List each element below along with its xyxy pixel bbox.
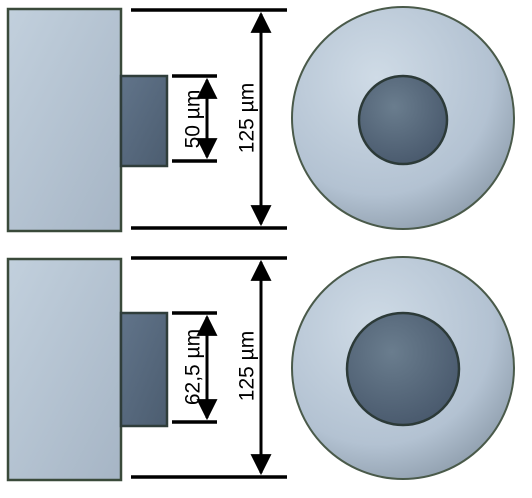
fiber-1-group: 50 µm 125 µm <box>6 6 515 233</box>
fiber-2-cladding-diameter-label: 125 µm <box>236 331 259 401</box>
fiber-1-core-side <box>119 74 169 168</box>
fiber-2-cladding-side <box>6 257 123 482</box>
fiber-1-core-end-view <box>357 74 449 166</box>
fiber-1-cladding-side <box>6 7 123 233</box>
fiber-2-group: 62,5 µm 125 µm <box>6 256 515 482</box>
fiber-2-core-end-view <box>345 311 461 427</box>
fiber-2-core-diameter-label: 62,5 µm <box>182 329 205 405</box>
fiber-1-core-diameter-label: 50 µm <box>182 90 205 149</box>
fiber-1-cladding-diameter-label: 125 µm <box>236 83 259 153</box>
fiber-2-core-side <box>119 311 169 428</box>
